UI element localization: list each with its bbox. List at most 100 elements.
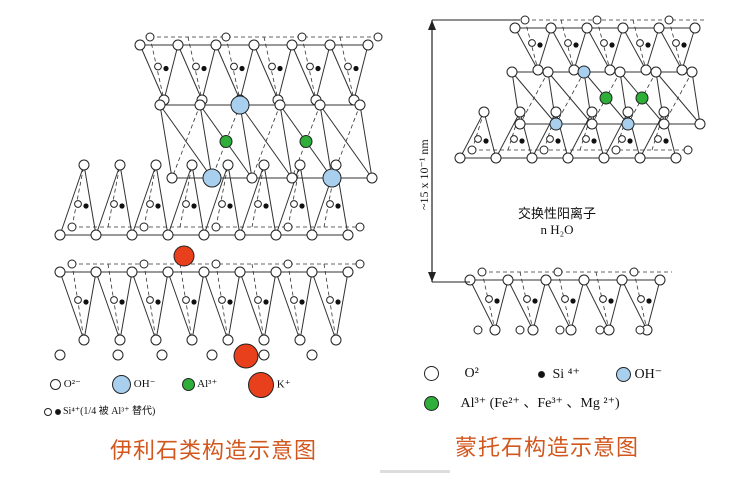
oxygen-atom — [198, 229, 210, 241]
aluminum-atom — [219, 135, 233, 148]
oxygen-atom — [314, 99, 326, 111]
oxygen-atom — [598, 152, 610, 164]
oxygen-atom — [286, 172, 298, 184]
silicon-atom — [191, 299, 197, 305]
tetra-edge — [507, 279, 534, 331]
oxygen-atom — [542, 66, 554, 78]
silicon-icon — [538, 371, 545, 379]
oxygen-atom — [90, 229, 102, 241]
tetra-edge — [299, 164, 313, 236]
illite-legend-si: Si⁴⁺(1/4 被 Al³⁺ 替代) — [44, 402, 155, 417]
oxygen-atom — [366, 172, 378, 184]
oxygen-atom — [150, 334, 162, 346]
tetra-hidden-edge — [71, 164, 85, 228]
silicon-atom — [555, 138, 561, 144]
tetra-edge — [201, 44, 217, 101]
tetra-edge — [167, 271, 193, 341]
atoms — [54, 15, 706, 369]
oxygen-atom — [330, 159, 342, 171]
oxygen-atom-back — [637, 295, 645, 303]
oxygen-atom — [114, 334, 126, 346]
tetra-edge — [299, 271, 313, 341]
oxygen-atom-back — [211, 259, 221, 269]
oxygen-atom — [545, 22, 557, 34]
tetra-edge — [353, 44, 369, 101]
silicon-atom — [191, 203, 197, 209]
oxygen-atom — [162, 266, 174, 278]
tetra-edge — [681, 27, 696, 71]
tetra-edge — [239, 44, 255, 101]
oxygen-atom — [676, 64, 688, 76]
oxygen-atom — [270, 266, 282, 278]
aluminum-atom — [635, 91, 649, 105]
oxygen-atom-back — [510, 135, 518, 143]
oxygen-atom — [294, 159, 306, 171]
oxygen-atom — [306, 266, 318, 278]
oxygen-atom-back — [520, 15, 530, 25]
tetra-hidden-edge — [263, 36, 279, 101]
silicon-atom — [299, 299, 305, 305]
oxygen-atom — [186, 159, 198, 171]
silicon-atom — [155, 203, 161, 209]
aluminum-icon — [424, 396, 439, 412]
silicon-atom — [591, 138, 597, 144]
oxygen-atom-back — [477, 267, 487, 277]
oxygen-atom-back — [485, 295, 493, 303]
oxygen-atom — [112, 349, 124, 361]
oxygen-atom — [562, 152, 574, 164]
octa-edge — [159, 104, 213, 179]
silicon-atom — [663, 138, 669, 144]
oxygen-atom — [78, 334, 90, 346]
tetra-edge — [608, 279, 623, 331]
tetra-edge — [59, 271, 85, 341]
oxygen-atom — [565, 324, 577, 336]
mont-legend-o-label: O² — [464, 366, 479, 381]
oxygen-atom — [156, 349, 168, 361]
tetra-edge — [177, 44, 203, 101]
oxygen-atom-back — [182, 296, 190, 304]
tetra-edge — [311, 271, 337, 341]
oxygen-atom — [154, 99, 166, 111]
tetra-edge — [494, 279, 509, 331]
tetra-hidden-edge — [560, 19, 575, 71]
oxygen-atom — [635, 325, 645, 335]
tetra-edge — [227, 164, 241, 236]
oxygen-atom — [581, 22, 593, 34]
oxygen-atom-back — [211, 222, 221, 232]
octa-hidden-edge — [519, 71, 549, 125]
oxygen-atom — [222, 159, 234, 171]
oxygen-atom — [658, 106, 670, 118]
oxygen-atom — [248, 39, 260, 51]
oxygen-atom — [246, 172, 258, 184]
silicon-atom — [277, 65, 283, 72]
oxygen-atom-back — [139, 259, 149, 269]
silicon-atom — [119, 299, 125, 305]
illite-caption: 伊利石类构造示意图 — [110, 439, 318, 464]
silicon-atom — [570, 298, 576, 304]
oxygen-atom — [342, 266, 354, 278]
silicon-atom — [353, 65, 359, 72]
water-label: n H₂O — [540, 222, 574, 237]
oxygen-atom — [114, 159, 126, 171]
potassium-atom — [233, 343, 259, 369]
oxygen-atom-back — [672, 39, 680, 47]
tetra-edge — [469, 279, 496, 331]
tetra-edge — [155, 164, 169, 236]
oxygen-atom — [616, 274, 628, 286]
oxygen-atom — [274, 99, 286, 111]
spacing-label: ~15 x 10⁻¹ nm — [417, 139, 431, 210]
oxygen-atom — [54, 229, 66, 241]
oxygen-atom-back — [74, 296, 82, 304]
oxygen-atom-back — [218, 200, 226, 208]
tetra-edge — [119, 271, 133, 341]
interlayer-label: 交换性阳离子 n H₂O — [512, 203, 602, 238]
oxygen-atom — [614, 66, 626, 78]
oxygen-atom-back — [582, 135, 590, 143]
oxygen-atom — [489, 324, 501, 336]
mont-legend-si: Si ⁴⁺ — [538, 366, 580, 383]
aluminum-atom — [599, 91, 613, 105]
tetra-edge — [658, 27, 683, 71]
tetra-hidden-edge — [187, 36, 203, 101]
oxygen-atom-back — [67, 259, 77, 269]
